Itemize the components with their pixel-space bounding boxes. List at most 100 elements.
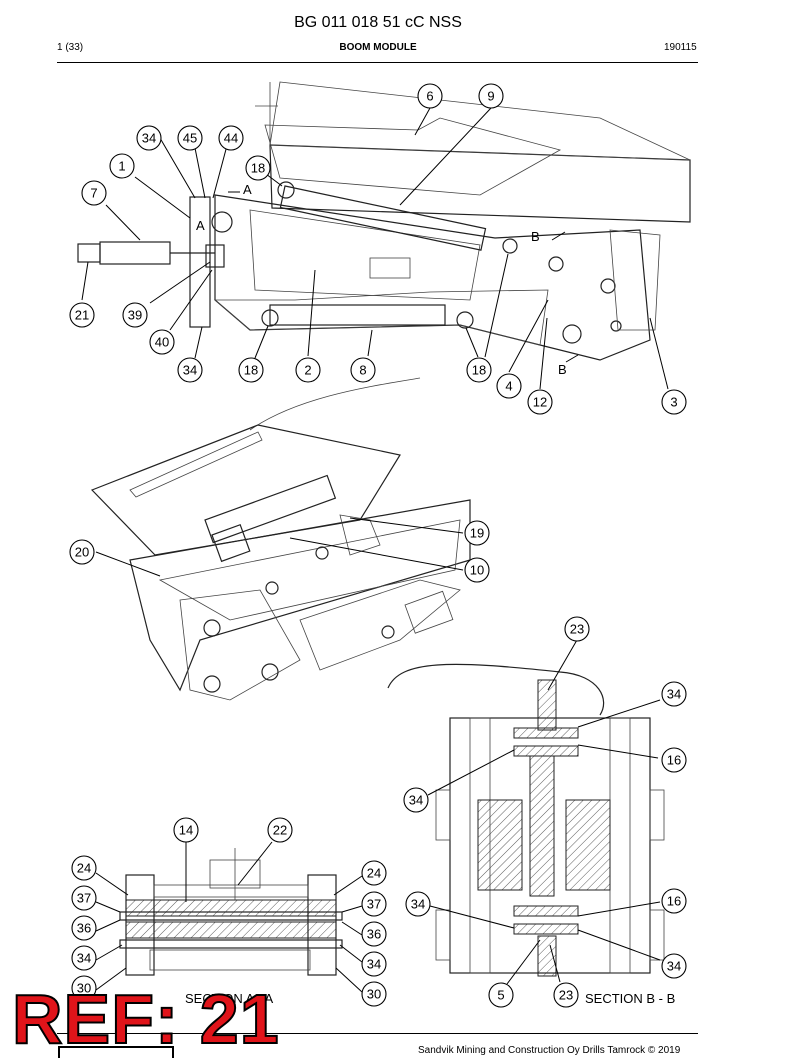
svg-text:24: 24 [77, 861, 91, 876]
company-logo [58, 1046, 174, 1058]
svg-text:5: 5 [497, 988, 504, 1003]
callout-10: 10 [464, 557, 490, 583]
callout-36: 36 [361, 921, 387, 947]
svg-text:10: 10 [470, 563, 484, 578]
svg-text:20: 20 [75, 545, 89, 560]
footer-rule [57, 1033, 698, 1034]
callout-23: 23 [564, 616, 590, 642]
svg-text:21: 21 [75, 308, 89, 323]
callout-12: 12 [527, 389, 553, 415]
svg-text:34: 34 [367, 957, 381, 972]
svg-text:30: 30 [77, 981, 91, 996]
callout-20: 20 [69, 539, 95, 565]
ref-stamp: REF: 21 [11, 980, 280, 1058]
svg-text:36: 36 [367, 927, 381, 942]
callout-6: 6 [417, 83, 443, 109]
svg-text:18: 18 [244, 363, 258, 378]
callout-34: 34 [405, 891, 431, 917]
callout-37: 37 [71, 885, 97, 911]
footer-copyright: Sandvik Mining and Construction Oy Drill… [418, 1045, 681, 1056]
page-title: BOOM MODULE [339, 42, 417, 53]
callout-19: 19 [464, 520, 490, 546]
svg-text:34: 34 [183, 363, 197, 378]
svg-text:8: 8 [359, 363, 366, 378]
callout-18: 18 [245, 155, 271, 181]
callout-5: 5 [488, 982, 514, 1008]
svg-text:2: 2 [304, 363, 311, 378]
callout-30: 30 [361, 981, 387, 1007]
header-rule [57, 62, 698, 63]
svg-text:34: 34 [667, 959, 681, 974]
callout-34: 34 [661, 953, 687, 979]
section-a-view [95, 841, 363, 993]
document-id: BG 011 018 51 cC NSS [294, 14, 462, 31]
svg-text:30: 30 [367, 987, 381, 1002]
callout-23: 23 [553, 982, 579, 1008]
svg-text:16: 16 [667, 894, 681, 909]
svg-text:23: 23 [570, 622, 584, 637]
svg-text:40: 40 [155, 335, 169, 350]
cut-label-b-bottom: B [558, 362, 567, 377]
date-code: 190115 [664, 42, 697, 53]
svg-text:16: 16 [667, 753, 681, 768]
callout-24: 24 [361, 860, 387, 886]
svg-text:37: 37 [367, 897, 381, 912]
callout-14: 14 [173, 817, 199, 843]
callout-39: 39 [122, 302, 148, 328]
callout-40: 40 [149, 329, 175, 355]
svg-text:18: 18 [251, 161, 265, 176]
svg-text:9: 9 [487, 89, 494, 104]
callout-9: 9 [478, 83, 504, 109]
callout-34: 34 [361, 951, 387, 977]
callout-34: 34 [403, 787, 429, 813]
callout-45: 45 [177, 125, 203, 151]
callout-2: 2 [295, 357, 321, 383]
cut-label-a-pin: A [196, 218, 205, 233]
svg-text:37: 37 [77, 891, 91, 906]
section-b-view [387, 639, 665, 985]
callout-21: 21 [69, 302, 95, 328]
callout-1: 1 [109, 153, 135, 179]
callout-24: 24 [71, 855, 97, 881]
callout-37: 37 [361, 891, 387, 917]
cut-label-a-top: A [243, 182, 252, 197]
callout-36: 36 [71, 915, 97, 941]
svg-text:39: 39 [128, 308, 142, 323]
boom-side-view [77, 81, 691, 390]
callout-18: 18 [466, 357, 492, 383]
cut-label-b-top: B [531, 229, 540, 244]
callout-44: 44 [218, 125, 244, 151]
callout-7: 7 [81, 180, 107, 206]
page-number: 1 (33) [57, 42, 84, 53]
callout-8: 8 [350, 357, 376, 383]
callout-34: 34 [71, 945, 97, 971]
boom-perspective-view [90, 377, 471, 701]
callout-34: 34 [177, 357, 203, 383]
callout-16: 16 [661, 888, 687, 914]
svg-text:1: 1 [118, 159, 125, 174]
section-a-label: SECTION A - A [185, 991, 273, 1006]
callout-4: 4 [496, 373, 522, 399]
svg-text:44: 44 [224, 131, 238, 146]
svg-text:22: 22 [273, 823, 287, 838]
svg-text:19: 19 [470, 526, 484, 541]
callout-18: 18 [238, 357, 264, 383]
svg-text:7: 7 [90, 186, 97, 201]
callout-34: 34 [661, 681, 687, 707]
svg-text:23: 23 [559, 988, 573, 1003]
svg-text:3: 3 [670, 395, 677, 410]
svg-text:18: 18 [472, 363, 486, 378]
svg-text:34: 34 [411, 897, 425, 912]
svg-text:14: 14 [179, 823, 193, 838]
svg-text:34: 34 [77, 951, 91, 966]
svg-text:45: 45 [183, 131, 197, 146]
svg-text:6: 6 [426, 89, 433, 104]
svg-text:34: 34 [667, 687, 681, 702]
svg-text:34: 34 [142, 131, 156, 146]
svg-text:4: 4 [505, 379, 512, 394]
callout-30: 30 [71, 975, 97, 1001]
callout-22: 22 [267, 817, 293, 843]
callout-3: 3 [661, 389, 687, 415]
section-b-label: SECTION B - B [585, 991, 675, 1006]
callout-34: 34 [136, 125, 162, 151]
